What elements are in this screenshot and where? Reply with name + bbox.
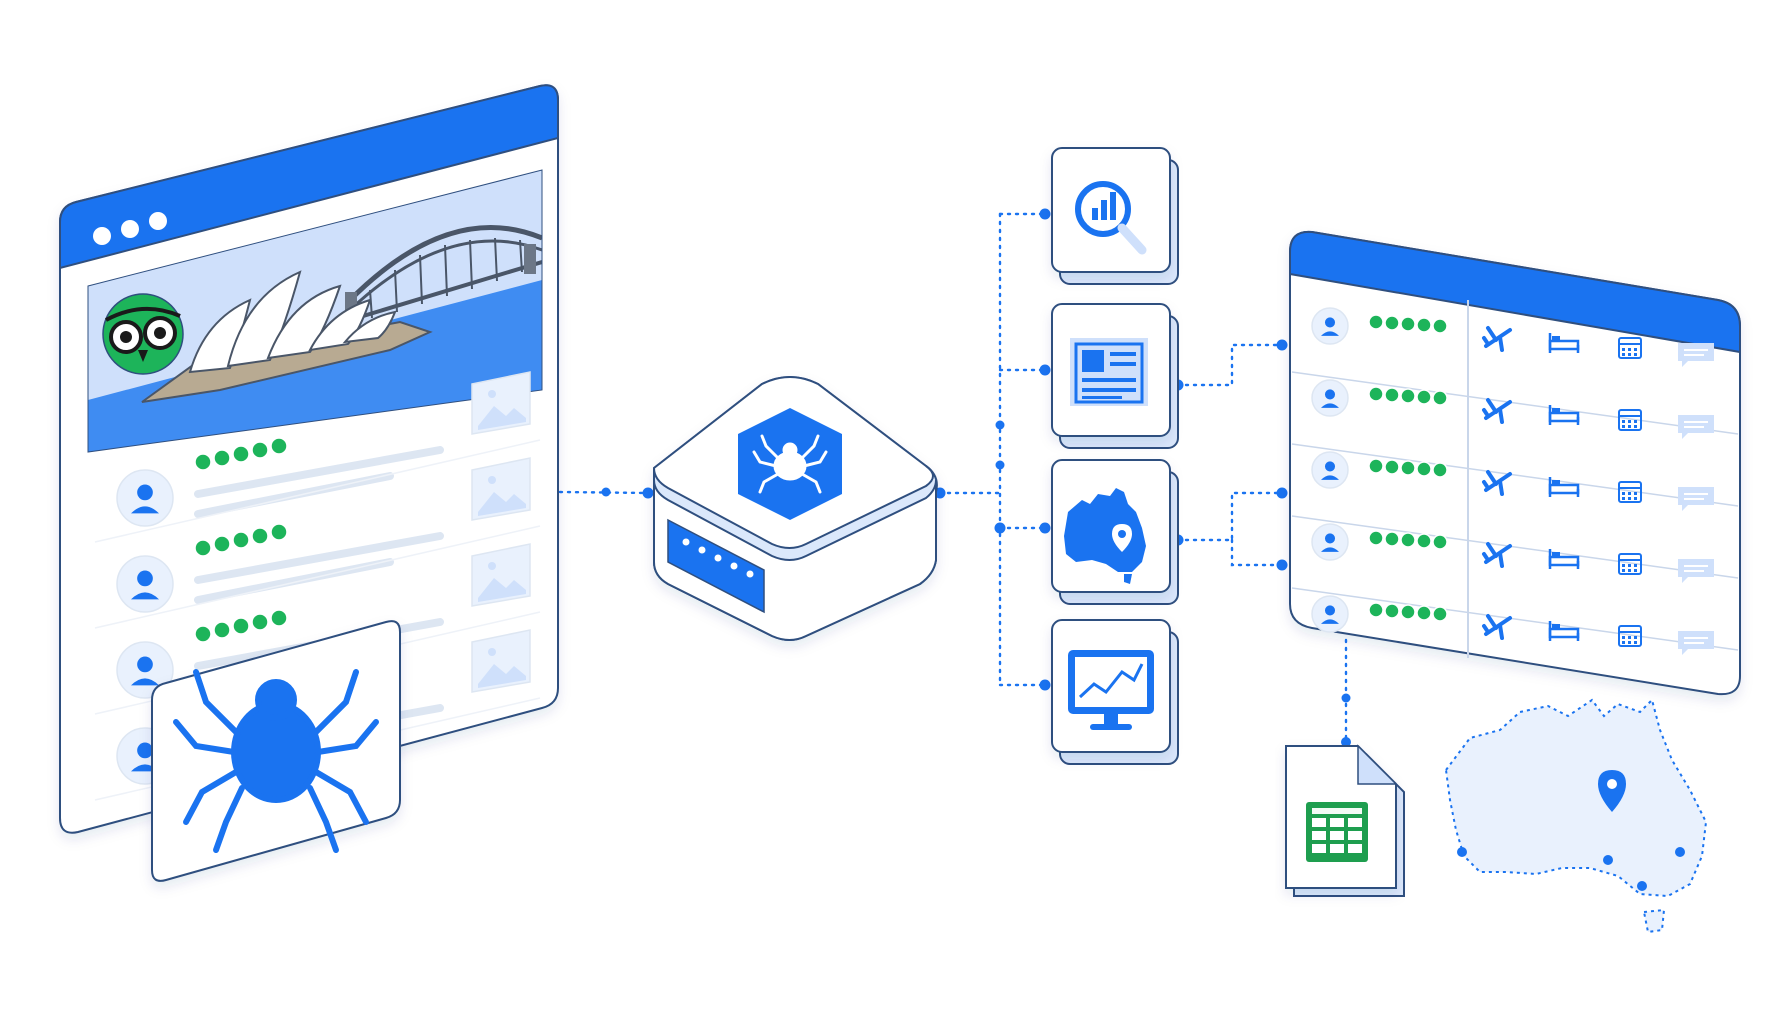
newspaper-icon: [1070, 338, 1148, 406]
avatar: [117, 470, 173, 526]
window-dot-1: [93, 227, 111, 245]
connector-location-to-table: [1178, 493, 1282, 565]
module-card-content: [1052, 304, 1178, 448]
avatar: [1312, 596, 1348, 632]
scraper-hub-device: [654, 377, 937, 640]
australia-map-icon: [1446, 700, 1706, 932]
spreadsheet-file: [1286, 746, 1404, 896]
module-card-monitor: [1052, 620, 1178, 764]
module-card-location: [1052, 460, 1178, 604]
extracted-data-table-window: [1290, 232, 1740, 694]
avatar: [117, 556, 173, 612]
avatar: [1312, 308, 1348, 344]
window-dot-2: [121, 220, 139, 238]
module-card-analytics: [1052, 148, 1178, 284]
avatar: [1312, 524, 1348, 560]
spreadsheet-icon: [1306, 802, 1368, 862]
avatar: [1312, 380, 1348, 416]
connector-content-to-table: [1178, 345, 1282, 385]
avatar: [1312, 452, 1348, 488]
owl-logo-icon: [103, 294, 183, 374]
window-dot-3: [149, 212, 167, 230]
